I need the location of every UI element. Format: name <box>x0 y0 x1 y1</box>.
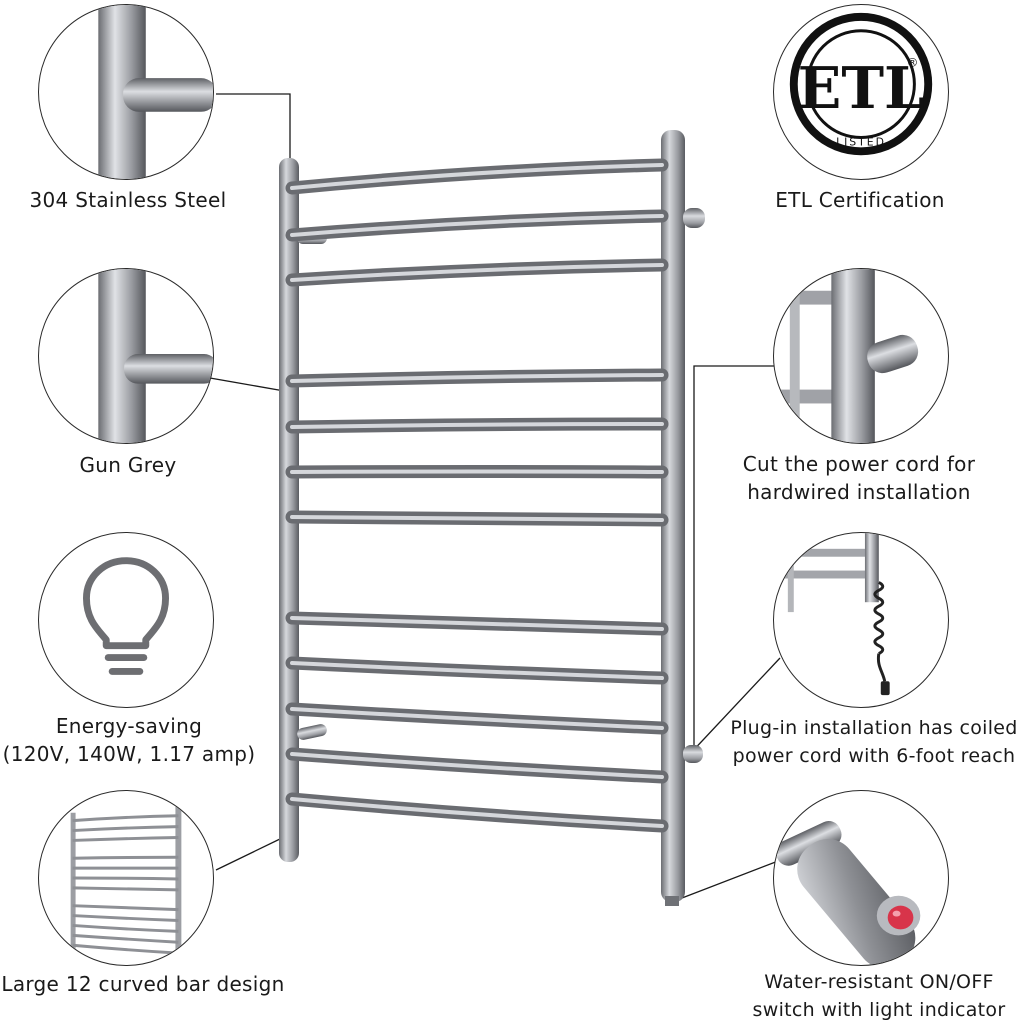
etl-letters: ETL <box>798 54 925 122</box>
gun-grey-circle <box>38 268 214 444</box>
label-hardwired: Cut the power cord for hardwired install… <box>736 450 982 506</box>
leader-switch <box>681 857 787 899</box>
label-design: Large 12 curved bar design <box>1 972 285 996</box>
plug-icon <box>880 681 890 696</box>
switch-circle <box>773 790 949 966</box>
label-hardwired-line1: Cut the power cord for <box>742 452 976 476</box>
leader-design <box>215 837 283 871</box>
mount-upper-right <box>683 208 705 228</box>
lightbulb-icon <box>82 557 170 675</box>
leader-stainless <box>216 93 291 158</box>
label-plugin: Plug-in installation has coiled power co… <box>728 714 1019 770</box>
hardwired-circle <box>773 268 949 444</box>
mount-lower-left <box>297 724 327 740</box>
left-post <box>279 158 299 862</box>
label-switch-line1: Water-resistant ON/OFF <box>764 971 994 993</box>
label-energy-line2: (120V, 140W, 1.17 amp) <box>2 742 256 766</box>
leader-hardwired <box>693 365 776 752</box>
etl-circle: ETL LISTED ® <box>773 4 949 180</box>
etl-listed: LISTED <box>836 135 886 148</box>
leader-gun-grey <box>209 377 291 393</box>
right-post <box>661 130 685 902</box>
etl-logo <box>789 12 933 156</box>
label-energy: Energy-saving (120V, 140W, 1.17 amp) <box>0 712 258 768</box>
label-energy-line1: Energy-saving <box>55 714 203 738</box>
label-switch-line2: switch with light indicator <box>752 999 1006 1021</box>
plugin-circle <box>773 532 949 708</box>
label-plugin-line2: power cord with 6-foot reach <box>732 745 1016 767</box>
etl-registered-mark: ® <box>906 55 918 69</box>
leader-plugin <box>687 657 781 757</box>
label-gun-grey: Gun Grey <box>79 453 177 477</box>
label-etl: ETL Certification <box>775 188 945 212</box>
mount-lower-right <box>683 745 703 763</box>
label-switch: Water-resistant ON/OFF switch with light… <box>744 968 1014 1024</box>
energy-circle <box>38 532 214 708</box>
label-stainless: 304 Stainless Steel <box>29 188 227 212</box>
label-plugin-line1: Plug-in installation has coiled <box>730 717 1018 739</box>
coiled-cord <box>873 581 887 682</box>
stainless-detail-circle <box>38 4 214 180</box>
label-hardwired-line2: hardwired installation <box>747 480 971 504</box>
design-circle <box>38 790 214 966</box>
